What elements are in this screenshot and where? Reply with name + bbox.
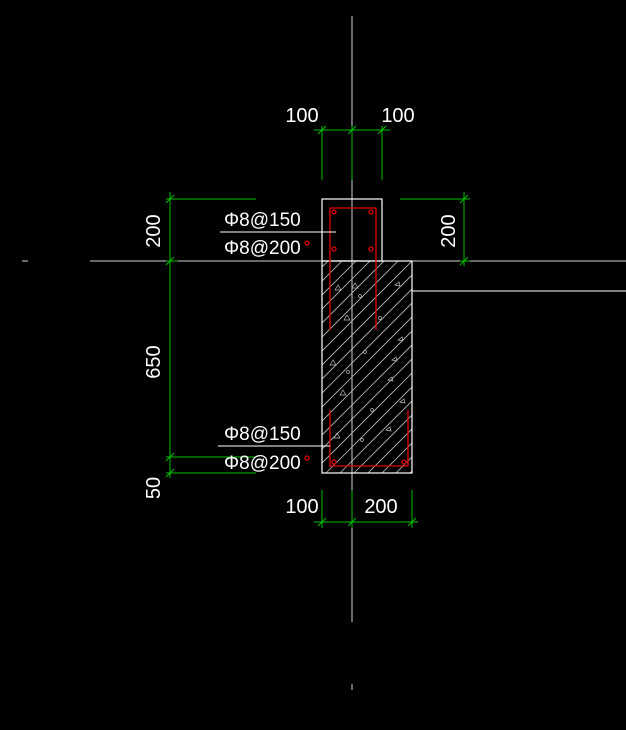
hatch-line [322,261,412,352]
hatch-line [325,386,412,473]
aggregate-mark [391,356,398,362]
lower-stirrup [329,410,409,467]
hatch-line [322,330,412,422]
aggregate-mark [385,426,392,432]
upper-stirrup [329,207,377,330]
dim-left-upper: 200 [143,214,165,247]
hatch-line [322,372,412,464]
label-upper-bar: Φ8@200 [224,238,301,259]
hatch-line [322,344,412,436]
rebar-group [304,207,409,467]
hatch-line [353,414,412,473]
aggregate-mark [370,408,374,412]
hatch-line [322,274,412,366]
concrete-aggregate-marks [329,281,406,442]
hatch-line [424,261,626,473]
dim-left-lower: 50 [143,477,165,499]
rebar-dot [331,459,337,465]
section-outline [321,198,413,474]
wall-outline [321,260,413,474]
aggregate-mark [394,281,401,287]
concrete-hatch [322,261,626,473]
rebar-dot [368,246,374,252]
rebar-dot [368,209,374,215]
hatch-line [438,261,626,473]
aggregate-mark [343,314,351,321]
dimension-lines [165,125,470,528]
hatch-line [339,400,412,473]
label-lower-bar: Φ8@200 [224,453,301,474]
hatch-line [322,261,371,310]
rebar-dot [401,459,407,465]
hatch-line [322,261,399,338]
aggregate-mark [363,350,367,354]
aggregate-mark [339,389,347,396]
dim-left-middle: 650 [143,345,165,378]
dim-top-left: 100 [285,105,318,127]
axis-lines [22,16,626,690]
rebar-dot [304,455,310,461]
aggregate-mark [358,294,362,298]
hatch-line [322,302,412,394]
dim-bottom-right: 200 [364,496,397,518]
aggregate-mark [334,284,342,291]
aggregate-mark [399,398,406,404]
aggregate-mark [387,376,394,382]
hatch-line [367,428,412,473]
hatch-line [322,288,412,380]
hatch-line [322,358,412,450]
aggregate-mark [351,282,359,289]
label-lower-stirrup: Φ8@150 [224,424,301,445]
label-upper-stirrup: Φ8@150 [224,210,301,231]
dim-bottom-left: 100 [285,496,318,518]
hatch-line [381,442,412,473]
label-leaders [218,231,336,447]
rebar-dot [304,240,310,246]
aggregate-mark [397,336,404,342]
dim-right-upper: 200 [438,214,460,247]
hatch-line [322,316,412,408]
aggregate-mark [360,438,364,442]
hatch-line [322,261,385,324]
rebar-dot [331,246,337,252]
aggregate-mark [329,359,337,366]
aggregate-mark [346,370,350,374]
rebar-dot [331,209,337,215]
hatch-line [395,456,412,473]
aggregate-mark [378,316,382,320]
hatch-line [409,470,412,473]
aggregate-mark [333,432,341,439]
dim-top-right: 100 [381,105,414,127]
